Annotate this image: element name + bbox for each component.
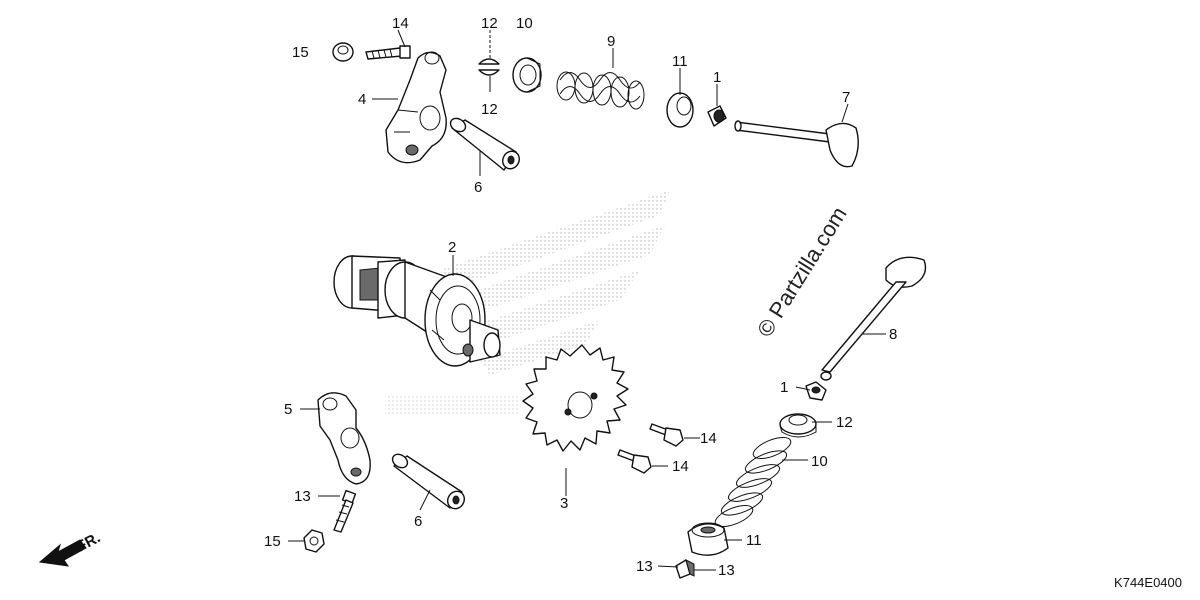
callout-12-top-b[interactable]: 12 xyxy=(481,101,498,118)
callout-15-bottom[interactable]: 15 xyxy=(264,533,281,550)
callout-11-bottom[interactable]: 12 xyxy=(836,414,853,431)
part-12-valve-cotter-bottom[interactable] xyxy=(675,559,695,579)
callout-12-bottom-b[interactable]: 13 xyxy=(718,562,735,579)
part-5-rocker-arm-bottom[interactable] xyxy=(317,392,371,485)
diagram-code: K744E0400 xyxy=(1114,575,1182,590)
part-8-valve-bottom[interactable] xyxy=(820,256,927,381)
part-1-stem-seal-top[interactable] xyxy=(707,105,727,127)
callout-6-bottom[interactable]: 6 xyxy=(414,513,422,530)
part-14-bolt-upper[interactable] xyxy=(649,423,684,447)
leader-lines xyxy=(288,29,886,571)
callout-2[interactable]: 2 xyxy=(448,239,456,256)
callout-1-bottom[interactable]: 1 xyxy=(780,379,788,396)
part-12-valve-cotter-top[interactable] xyxy=(478,58,500,76)
part-4-rocker-arm-top[interactable] xyxy=(385,51,447,164)
part-3-cam-sprocket[interactable] xyxy=(522,344,629,452)
callout-12-bottom-a[interactable]: 13 xyxy=(636,558,653,575)
part-11-spring-seat-top[interactable] xyxy=(666,92,694,128)
callout-1-top[interactable]: 1 xyxy=(713,69,721,86)
callout-9-bottom[interactable]: 10 xyxy=(811,453,828,470)
part-7-valve-top[interactable] xyxy=(734,120,859,168)
callout-15-top[interactable]: 15 xyxy=(292,44,309,61)
part-15-nut-bottom[interactable] xyxy=(303,529,325,553)
part-1-stem-seal-bottom[interactable] xyxy=(805,381,827,401)
part-6-rocker-shaft-bottom[interactable] xyxy=(390,452,468,512)
background-wing-logo xyxy=(385,190,670,415)
callout-10-bottom[interactable]: 11 xyxy=(746,532,762,549)
part-11-spring-retainer-bottom[interactable] xyxy=(779,413,817,438)
callout-13-bottom[interactable]: 13 xyxy=(294,488,311,505)
part-10-spring-seat-bottom[interactable] xyxy=(687,522,729,556)
part-2-camshaft[interactable] xyxy=(333,255,501,367)
part-13-adjuster-screw-bottom[interactable] xyxy=(333,489,357,533)
front-direction-arrow: FR. xyxy=(38,529,103,567)
part-9-valve-spring-bottom[interactable] xyxy=(712,433,793,531)
callout-6-top[interactable]: 6 xyxy=(474,179,482,196)
callout-12-top-a[interactable]: 12 xyxy=(481,15,498,32)
callout-13-top[interactable]: 14 xyxy=(392,15,409,32)
callout-5[interactable]: 5 xyxy=(284,401,292,418)
callout-14-upper[interactable]: 14 xyxy=(700,430,717,447)
callout-4[interactable]: 4 xyxy=(358,91,366,108)
part-10-spring-seat-top[interactable] xyxy=(512,57,542,93)
part-6-rocker-shaft-top[interactable] xyxy=(448,116,523,172)
part-15-nut-top[interactable] xyxy=(332,42,354,62)
callout-3[interactable]: 3 xyxy=(560,495,568,512)
callout-9-top[interactable]: 9 xyxy=(607,33,615,50)
callout-11-top[interactable]: 11 xyxy=(672,53,688,70)
part-14-bolt-lower[interactable] xyxy=(617,449,652,474)
callout-10-top[interactable]: 10 xyxy=(516,15,533,32)
callout-numbers: 15 14 12 10 9 11 1 7 4 12 6 2 8 1 5 12 1… xyxy=(264,15,897,579)
callout-8[interactable]: 8 xyxy=(889,326,897,343)
callout-14-lower[interactable]: 14 xyxy=(672,458,689,475)
callout-7[interactable]: 7 xyxy=(842,89,850,106)
part-13-adjuster-screw-top[interactable] xyxy=(365,45,411,60)
part-9-valve-spring-top[interactable] xyxy=(556,71,645,110)
